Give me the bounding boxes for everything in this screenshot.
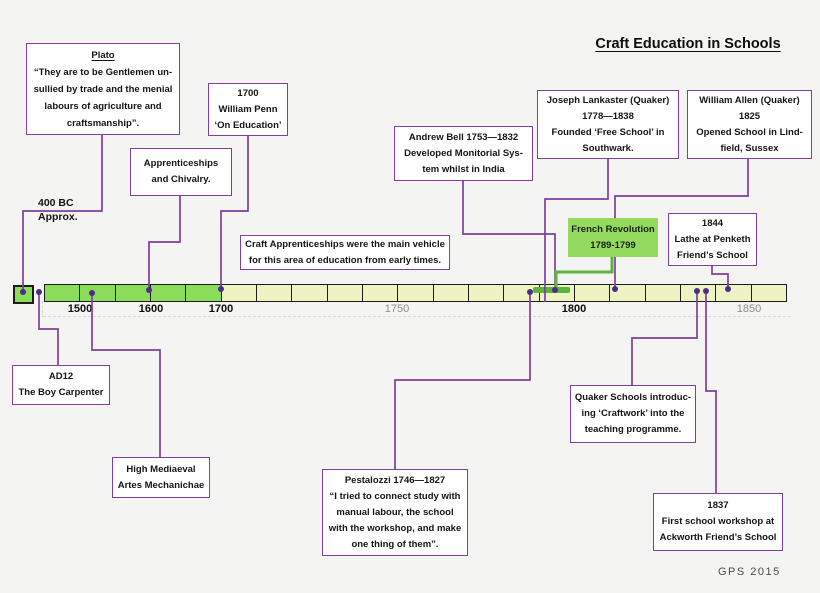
guide-dashed-stub: [42, 301, 43, 317]
timeline-segment: [398, 285, 434, 301]
timeline-segment: [292, 285, 328, 301]
timeline-segment: [680, 285, 717, 301]
connector-andrew-bell: [462, 179, 556, 289]
tick-1850: 1850: [736, 303, 762, 315]
tick-1800: 1800: [561, 303, 587, 315]
plato-lines: “They are to be Gentlemen un-sullied by …: [34, 64, 173, 132]
box-text-line: Ackworth Friend’s School: [659, 532, 777, 543]
box-text-line: 1700: [237, 87, 259, 99]
timeline-segment: [45, 285, 81, 301]
timeline-segment: [468, 285, 505, 301]
box-text-line: Quaker Schools introduc-: [574, 392, 692, 403]
box-text-line: sullied by trade and the menial: [33, 83, 173, 95]
page-title: Craft Education in Schools: [595, 36, 781, 52]
tick-1750: 1750: [384, 303, 410, 315]
timeline-start-square: [13, 285, 34, 304]
box-text-line: labours of agriculture and: [44, 100, 162, 112]
box-text-line: 1789-1799: [590, 239, 636, 251]
box-text-line: and Chivalry.: [151, 174, 211, 185]
timeline-segment: [645, 285, 681, 301]
timeline-segment: [751, 285, 786, 301]
connector-pestalozzi: [394, 294, 531, 469]
box-text-line: Opened School in Lind-: [696, 126, 803, 138]
timeline-segment: [150, 285, 187, 301]
box-text-line: “I tried to connect study with: [329, 490, 461, 502]
box-text-line: William Allen (Quaker): [699, 94, 800, 106]
box-text-line: craftsmanship”.: [66, 117, 140, 129]
box-text-line: ‘On Education’: [214, 119, 282, 131]
box-text-line: Andrew Bell 1753—1832: [408, 131, 519, 143]
timeline-segment: [327, 285, 363, 301]
box-text-line: Lathe at Penketh: [674, 233, 751, 245]
box-text-line: Craft Apprenticeships were the main vehi…: [245, 238, 445, 250]
box-text-line: Artes Mechanichae: [117, 479, 205, 491]
box-text-line: tem whilst in India: [422, 163, 505, 175]
timeline-segment: [256, 285, 293, 301]
box-text-line: First school workshop at: [661, 516, 775, 527]
timeline-bar: [44, 284, 787, 302]
box-text-line: Joseph Lankaster (Quaker): [546, 94, 670, 106]
event-box-french-revolution: French Revolution 1789-1799: [568, 218, 658, 257]
timeline-segment: [80, 285, 116, 301]
french-revolution-period-highlight: [533, 287, 570, 293]
box-text-line: The Boy Carpenter: [18, 387, 104, 398]
box-text-line: manual labour, the school: [336, 506, 454, 518]
timeline-segment: [186, 285, 222, 301]
credit-text: GPS 2015: [718, 566, 781, 578]
timeline-segment: [115, 285, 151, 301]
box-text-line: 1825: [738, 110, 761, 122]
box-text-line: French Revolution: [571, 223, 655, 235]
connector-apprenticeships: [148, 194, 181, 288]
box-text-line: 1778—1838: [582, 110, 634, 122]
event-dot: [36, 289, 42, 295]
connector-1837: [705, 293, 717, 493]
box-text-line: for this area of education from early ti…: [248, 254, 442, 266]
box-text-line: Southwark.: [582, 142, 634, 154]
box-text-line: AD12: [48, 371, 74, 382]
box-text-line: ing ‘Craftwork’ into the: [581, 408, 685, 419]
event-box-plato: Plato “They are to be Gentlemen un-sulli…: [26, 43, 180, 135]
box-text-line: 1844: [701, 217, 724, 229]
connector-quaker-schools: [631, 293, 698, 385]
box-text-line: Founded ‘Free School’ in: [551, 126, 665, 138]
plato-heading: Plato: [91, 49, 115, 61]
box-text-line: “They are to be Gentlemen un-: [33, 66, 173, 78]
box-text-line: one thing of them”.: [351, 538, 439, 550]
timeline-segment: [610, 285, 646, 301]
note-box-craft-apprenticeships: Craft Apprenticeships were the main vehi…: [240, 235, 450, 270]
tick-1700: 1700: [208, 303, 234, 315]
box-text-line: teaching programme.: [584, 424, 682, 435]
box-text-line: Pestalozzi 1746—1827: [344, 474, 446, 486]
box-text-line: William Penn: [218, 103, 278, 115]
note-box-quaker-schools: Quaker Schools introduc-ing ‘Craftwork’ …: [570, 385, 696, 443]
era-label-line2: Approx.: [38, 211, 78, 223]
box-text-line: High Mediaeval: [126, 463, 196, 475]
timeline-segment: [221, 285, 257, 301]
box-text-line: 1837: [707, 500, 729, 511]
timeline-segment: [433, 285, 469, 301]
timeline-segment: [362, 285, 399, 301]
box-text-line: Apprenticeships: [143, 158, 219, 169]
box-text-line: Developed Monitorial Sys-: [404, 147, 523, 159]
tick-1600: 1600: [138, 303, 164, 315]
event-box-apprenticeships: Apprenticeships and Chivalry.: [130, 148, 232, 196]
event-box-pestalozzi: Pestalozzi 1746—1827 “I tried to connect …: [322, 469, 468, 556]
box-text-line: with the workshop, and make: [328, 522, 462, 534]
era-label-400bc: 400 BC Approx.: [38, 196, 78, 224]
box-text-line: field, Sussex: [720, 142, 779, 154]
guide-dashed-line: [43, 316, 791, 317]
box-text-line: Friend’s School: [677, 249, 748, 261]
era-label-line1: 400 BC: [38, 197, 74, 209]
tick-1500: 1500: [67, 303, 93, 315]
timeline-segment: [574, 285, 611, 301]
timeline-segment: [716, 285, 752, 301]
